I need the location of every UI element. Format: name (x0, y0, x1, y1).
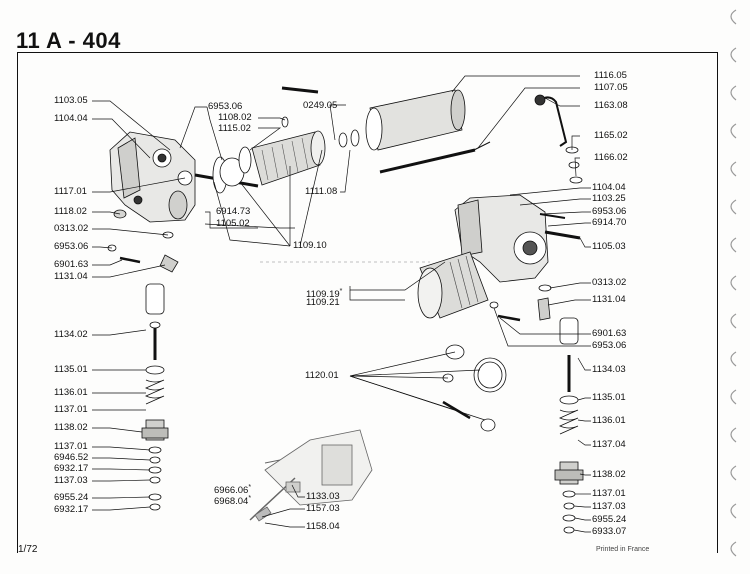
callout-6933-07: 6933.07 (592, 526, 627, 537)
callout-1103-05: 1103.05 (54, 95, 88, 106)
callout-1105-03: 1105.03 (592, 241, 626, 252)
callout-1136-01: 1136.01 (54, 387, 88, 398)
callout-1107-05: 1107.05 (594, 82, 628, 93)
callout-6901-63-b: 6901.63 (592, 328, 627, 339)
callout-6966-06: 6966.06* (214, 484, 252, 497)
callout-6953-06-d: 6953.06 (592, 340, 627, 351)
callout-1120-01: 1120.01 (305, 370, 339, 381)
callout-0249-05: 0249.05 (303, 100, 338, 111)
callout-6946-52: 6946.52 (54, 452, 89, 463)
callout-1137-03: 1137.03 (54, 475, 88, 486)
star-mark: * (339, 288, 343, 295)
callout-6932-17-b: 6932.17 (54, 504, 89, 515)
callout-1131-04: 1131.04 (54, 271, 88, 282)
linkage-rod (534, 94, 583, 184)
callout-1109-21: 1109.21 (306, 297, 340, 308)
callout-6968-04: 6968.04* (214, 495, 252, 508)
callout-1134-02: 1134.02 (54, 329, 88, 340)
callout-1163-08: 1163.08 (594, 100, 628, 111)
callout-1137-04: 1137.04 (592, 439, 626, 450)
filter-cylinder (365, 89, 491, 174)
date-code: 1/72 (18, 544, 38, 555)
callout-6953-06-b: 6953.06 (54, 241, 89, 252)
callout-1137-03-b: 1137.03 (592, 501, 626, 512)
callout-1103-25: 1103.25 (592, 193, 626, 204)
left-shaft-assembly (194, 86, 360, 194)
callout-1136-01-b: 1136.01 (592, 415, 626, 426)
callout-1133-03: 1133.03 (306, 491, 340, 502)
callout-1137-01-c: 1137.01 (592, 488, 626, 499)
callout-6932-17: 6932.17 (54, 463, 89, 474)
bottom-bracket (249, 429, 373, 522)
callout-1158-04: 1158.04 (306, 521, 340, 532)
callout-1138-02-b: 1138.02 (592, 469, 626, 480)
callout-6914-73: 6914.73 (216, 206, 251, 217)
star-mark-3: * (248, 495, 252, 502)
callout-6955-24-b: 6955.24 (592, 514, 627, 525)
left-pump-body (109, 131, 196, 223)
callout-1116-05: 1116.05 (594, 70, 627, 81)
callout-1109-19: 1109.19* (306, 288, 343, 301)
callout-1108-02: 1108.02 (218, 112, 252, 123)
callout-6955-24: 6955.24 (54, 492, 89, 503)
callout-1134-03: 1134.03 (592, 364, 626, 375)
callout-1138-02: 1138.02 (54, 422, 88, 433)
callout-6914-70: 6914.70 (592, 217, 627, 228)
callout-1166-02: 1166.02 (594, 152, 628, 163)
callout-1165-02: 1165.02 (594, 130, 628, 141)
callout-1104-04: 1104.04 (54, 113, 88, 124)
callout-1137-01: 1137.01 (54, 404, 88, 415)
callout-1104-04-b: 1104.04 (592, 182, 626, 193)
callout-1109-10: 1109.10 (293, 240, 327, 251)
callout-1105-02: 1105.02 (216, 218, 250, 229)
callout-1135-01-b: 1135.01 (592, 392, 626, 403)
callout-1111-08: 1111.08 (305, 186, 338, 197)
gasket-set (442, 344, 507, 432)
callout-1157-03: 1157.03 (306, 503, 340, 514)
printed-notice: Printed in France (596, 546, 650, 553)
callout-0313-02: 0313.02 (54, 223, 89, 234)
page-title: 11 A - 404 (16, 28, 121, 53)
callout-1137-01-b: 1137.01 (54, 441, 88, 452)
callout-0313-02-b: 0313.02 (592, 277, 627, 288)
right-pump-body (454, 194, 581, 283)
binder-holes (730, 9, 737, 557)
callout-6953-06: 6953.06 (208, 101, 243, 112)
callout-6953-06-c: 6953.06 (592, 206, 627, 217)
left-valve-stack (107, 209, 179, 511)
filter-element (417, 251, 489, 319)
callout-1115-02: 1115.02 (218, 123, 251, 134)
callout-1135-01: 1135.01 (54, 364, 88, 375)
right-valve-stack (489, 284, 584, 534)
callout-1117-01: 1117.01 (54, 186, 87, 197)
callout-1118-02: 1118.02 (54, 206, 87, 217)
drawing-frame (17, 52, 718, 553)
callout-6901-63: 6901.63 (54, 259, 89, 270)
star-mark-2: * (248, 484, 252, 491)
callout-1131-04-b: 1131.04 (592, 294, 626, 305)
